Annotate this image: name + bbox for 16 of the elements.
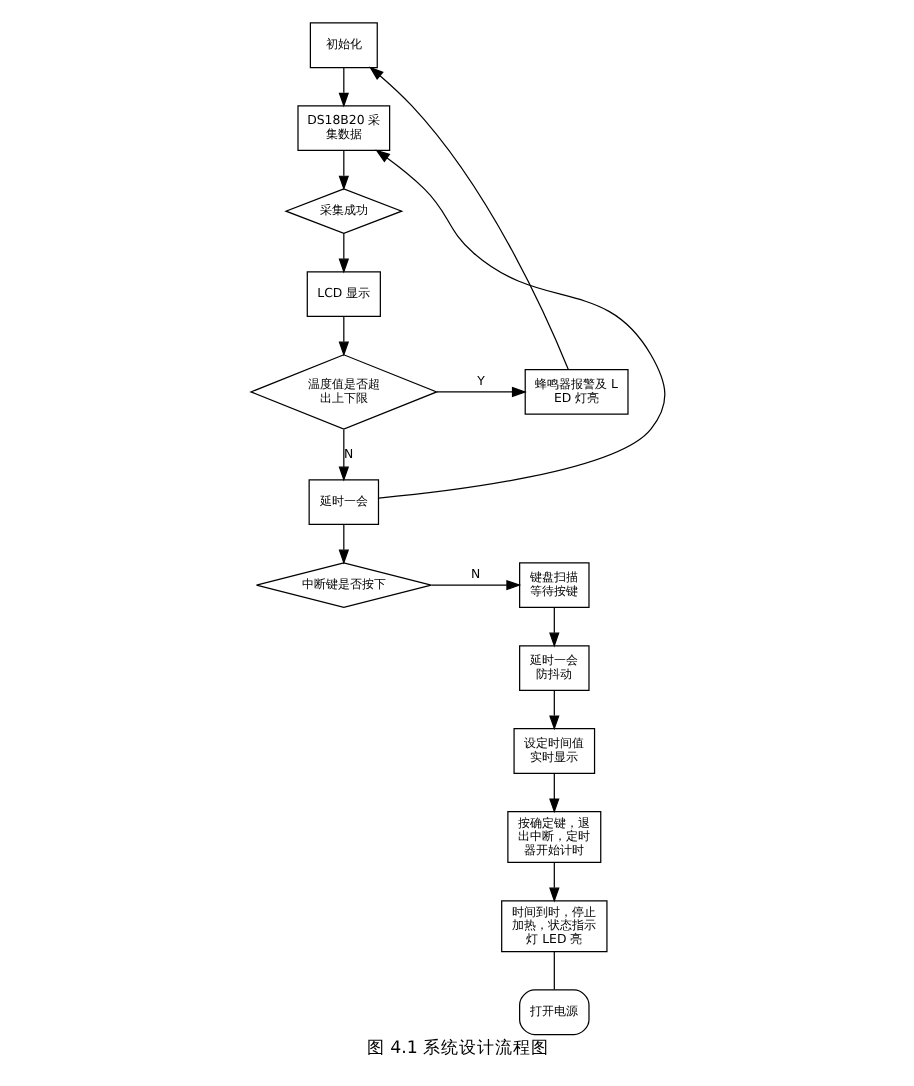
arrow <box>337 149 349 191</box>
arrow <box>435 386 526 398</box>
arrow <box>374 149 665 499</box>
arrow <box>337 523 349 565</box>
arrow <box>337 429 349 482</box>
arrow <box>548 689 559 731</box>
arrow <box>337 315 349 357</box>
arrow <box>337 232 349 274</box>
arrow <box>368 66 568 370</box>
arrow <box>429 579 521 591</box>
connector <box>552 951 554 991</box>
caption: 图 4.1 系统设计流程图 <box>365 1039 549 1060</box>
arrow <box>548 606 559 648</box>
arrow <box>548 772 559 814</box>
arrow <box>337 67 349 108</box>
arrow <box>548 862 559 903</box>
